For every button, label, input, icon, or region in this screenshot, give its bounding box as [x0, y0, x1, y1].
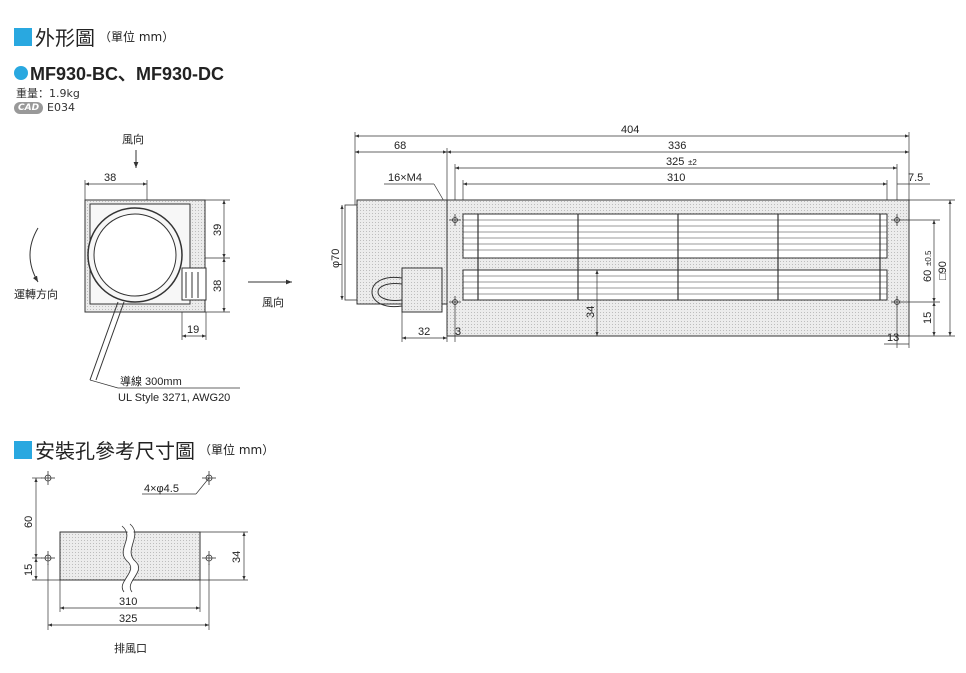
section-marker-icon: [14, 440, 32, 459]
section-header-outline: 外形圖 （單位 mm）: [14, 22, 174, 51]
dim-slot: 34: [585, 306, 597, 318]
dim-hole-pitch: 325: [666, 156, 684, 168]
cad-code: E034: [47, 101, 75, 114]
side-wind-label: 風向: [122, 132, 144, 146]
rotation-label: 運轉方向: [14, 287, 58, 301]
mount-hole-icon: [41, 471, 216, 565]
dim-conn: 32: [418, 326, 430, 338]
dim-edge: 13: [887, 332, 899, 344]
mount-dim-34: 34: [231, 551, 243, 563]
dim-right-offset: 7.5: [908, 172, 923, 184]
section-marker-icon: [14, 27, 32, 46]
model-name: MF930-BC、MF930-DC: [30, 64, 225, 84]
lower-grille: [462, 269, 888, 301]
mount-holes: 4×φ4.5: [144, 483, 179, 495]
dim-screw: 16×M4: [388, 172, 422, 184]
dim-square: □90: [937, 261, 949, 280]
dim-height-in: 60: [922, 270, 934, 282]
model-heading: MF930-BC、MF930-DC: [14, 60, 224, 86]
dim-hole-bottom: 15: [922, 312, 934, 324]
mount-dim-325: 325: [119, 613, 137, 625]
section-title: 安裝孔參考尺寸圖: [35, 439, 195, 463]
dim-overall: 404: [621, 124, 639, 136]
screw-hole-icon: [449, 214, 903, 308]
exhaust-label: 排風口: [114, 641, 147, 655]
mount-dim-15: 15: [23, 564, 35, 576]
bullet-dot-icon: [14, 66, 28, 80]
lead-label: 導線 300mm: [120, 374, 182, 388]
front-wind-label: 風向: [262, 295, 284, 309]
dim-height-tol: ±0.5: [924, 250, 933, 266]
dim-dia: φ70: [330, 249, 342, 268]
weight-text: 重量：1.9kg: [16, 87, 80, 100]
mount-dim-310: 310: [119, 596, 137, 608]
section-unit: （單位 mm）: [199, 443, 275, 457]
dim-body: 336: [668, 140, 686, 152]
dim-side-right-upper: 39: [212, 224, 224, 236]
dim-side-right-lower: 38: [212, 280, 224, 292]
motor-connector: [401, 267, 443, 313]
mount-dim-60: 60: [23, 516, 35, 528]
cad-row: CAD E034: [14, 101, 75, 114]
lead-spec: UL Style 3271, AWG20: [118, 392, 230, 404]
dim-gap: 3: [455, 326, 461, 338]
side-view: 風向 38 39 38 19 運轉方向 導: [14, 132, 240, 404]
section-title: 外形圖: [35, 26, 95, 50]
cad-badge-icon: CAD: [14, 101, 44, 114]
dim-left: 68: [394, 140, 406, 152]
dim-blower: 310: [667, 172, 685, 184]
rotation-arrow-icon: [29, 227, 39, 283]
upper-grille: [462, 213, 888, 259]
dim-side-bottom: 19: [187, 324, 199, 336]
front-view: 404 68 336 325 ±2 310 7.5 16×M4 φ70: [330, 124, 955, 348]
dim-hole-pitch-tol: ±2: [688, 158, 697, 167]
section-header-mount: 安裝孔參考尺寸圖 （單位 mm）: [14, 435, 274, 464]
wind-right-arrow: 風向: [248, 279, 292, 309]
dim-side-top: 38: [104, 172, 116, 184]
mount-view: 4×φ4.5 60 15 34 310 325 排風口: [23, 471, 248, 655]
section-unit: （單位 mm）: [99, 30, 175, 44]
